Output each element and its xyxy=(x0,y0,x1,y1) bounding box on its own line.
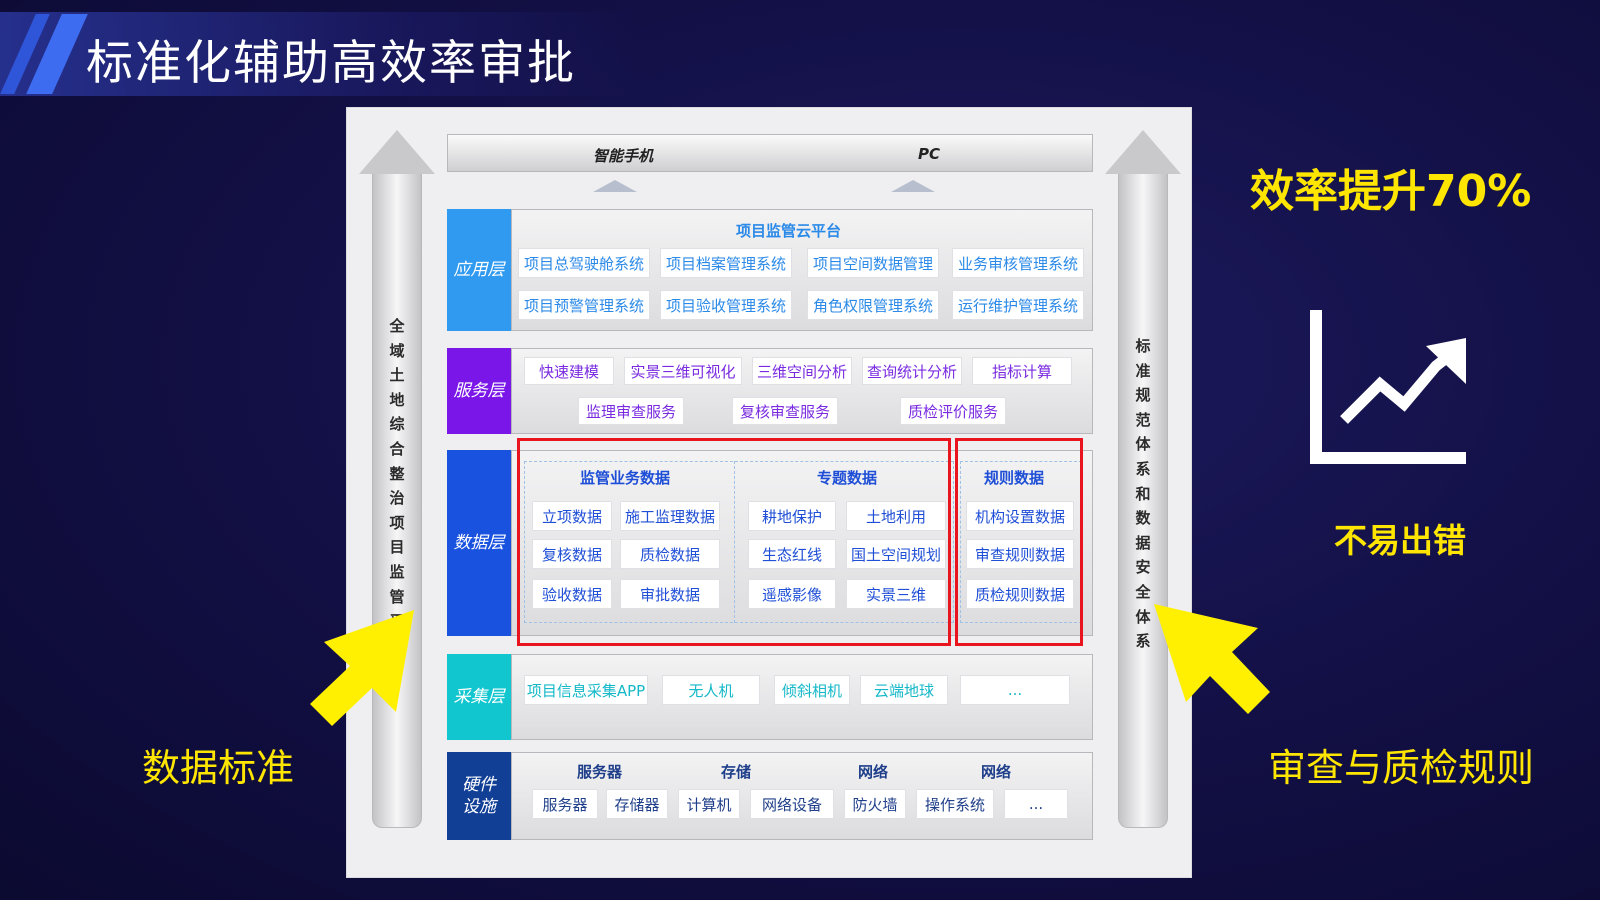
layer-body-collect: 项目信息采集APP 无人机 倾斜相机 云端地球 ... xyxy=(511,654,1093,740)
review-rules-label: 审查与质检规则 xyxy=(1268,746,1535,790)
data-group-title: 监管业务数据 xyxy=(580,469,671,487)
hardware-header: 网络 xyxy=(981,763,1012,781)
layer-body-app: 项目监管云平台 项目总驾驶舱系统 项目档案管理系统 项目空间数据管理 业务审核管… xyxy=(511,209,1093,331)
data-item: 审批数据 xyxy=(620,579,720,609)
layer-label-data: 数据层 xyxy=(447,450,511,636)
data-group-divider xyxy=(734,461,735,623)
service-item: 三维空间分析 xyxy=(752,357,852,385)
data-item: 立项数据 xyxy=(532,501,612,531)
data-group-title: 规则数据 xyxy=(984,469,1045,487)
hardware-label-line: 硬件 xyxy=(462,775,496,795)
data-item: 耕地保护 xyxy=(748,501,836,531)
up-arrow-icon xyxy=(593,180,637,192)
title-bar xyxy=(0,12,640,96)
app-platform-title: 项目监管云平台 xyxy=(736,222,842,240)
data-item: 实景三维 xyxy=(846,579,946,609)
collect-item: ... xyxy=(960,675,1070,705)
layer-label-service: 服务层 xyxy=(447,348,511,434)
data-item: 审查规则数据 xyxy=(966,539,1074,569)
hardware-label-line: 设施 xyxy=(462,797,496,817)
hardware-item: ... xyxy=(1004,789,1068,819)
app-item: 项目验收管理系统 xyxy=(660,290,792,320)
no-error-callout: 不易出错 xyxy=(1334,521,1466,560)
data-item: 验收数据 xyxy=(532,579,612,609)
service-item: 快速建模 xyxy=(524,357,614,385)
device-phone: 智能手机 xyxy=(593,147,654,165)
app-item: 项目预警管理系统 xyxy=(518,290,650,320)
hardware-header: 服务器 xyxy=(577,763,623,781)
collect-item: 项目信息采集APP xyxy=(524,675,648,705)
service-item: 质检评价服务 xyxy=(900,397,1006,425)
right-pillar-text: 标准规范体系和数据安全体系 xyxy=(1135,337,1151,651)
app-item: 项目档案管理系统 xyxy=(660,248,792,278)
arrow-pointer-right-icon xyxy=(1154,604,1270,714)
app-item: 项目空间数据管理 xyxy=(807,248,939,278)
data-group-title: 专题数据 xyxy=(817,469,878,487)
collect-item: 无人机 xyxy=(662,675,760,705)
hardware-item: 操作系统 xyxy=(916,789,994,819)
hardware-item: 服务器 xyxy=(532,789,598,819)
growth-chart-icon xyxy=(1310,310,1466,464)
highlight-frame-rules xyxy=(955,438,1083,646)
service-item: 指标计算 xyxy=(972,357,1072,385)
hardware-header: 存储 xyxy=(721,763,752,781)
device-pc: PC xyxy=(918,145,941,163)
right-pillar-arrowhead xyxy=(1105,130,1181,174)
data-item: 质检规则数据 xyxy=(966,579,1074,609)
service-item: 查询统计分析 xyxy=(862,357,962,385)
data-group-frame xyxy=(524,461,954,623)
layer-body-data: 监管业务数据 专题数据 规则数据 立项数据 施工监理数据 复核数据 质检数据 验… xyxy=(511,450,1093,636)
left-pillar xyxy=(372,174,422,828)
layer-label-hardware: 硬件 设施 xyxy=(447,752,511,840)
collect-item: 云端地球 xyxy=(860,675,948,705)
left-pillar-arrowhead xyxy=(359,130,435,174)
layer-body-hardware: 服务器 存储 网络 网络 服务器 存储器 计算机 网络设备 防火墙 操作系统 .… xyxy=(511,752,1093,840)
data-item: 机构设置数据 xyxy=(966,501,1074,531)
app-item: 项目总驾驶舱系统 xyxy=(518,248,650,278)
efficiency-callout: 效率提升70% xyxy=(1250,166,1532,217)
data-standard-label: 数据标准 xyxy=(142,746,295,790)
hardware-item: 网络设备 xyxy=(750,789,834,819)
hardware-item: 存储器 xyxy=(606,789,668,819)
device-bar: 智能手机 PC xyxy=(447,134,1093,172)
up-arrow-icon xyxy=(891,180,935,192)
data-item: 施工监理数据 xyxy=(620,501,720,531)
app-item: 运行维护管理系统 xyxy=(952,290,1084,320)
hardware-item: 防火墙 xyxy=(844,789,906,819)
service-item: 复核审查服务 xyxy=(732,397,838,425)
layer-label-app: 应用层 xyxy=(447,209,511,331)
app-item: 业务审核管理系统 xyxy=(952,248,1084,278)
service-item: 监理审查服务 xyxy=(578,397,684,425)
hardware-item: 计算机 xyxy=(678,789,740,819)
architecture-diagram: 全域土地综合整治项目监管平台 标准规范体系和数据安全体系 智能手机 PC 应用层… xyxy=(346,107,1192,878)
service-item: 实景三维可视化 xyxy=(624,357,742,385)
data-item: 生态红线 xyxy=(748,539,836,569)
data-item: 土地利用 xyxy=(846,501,946,531)
page-title: 标准化辅助高效率审批 xyxy=(86,36,576,91)
data-item: 国土空间规划 xyxy=(846,539,946,569)
data-item: 质检数据 xyxy=(620,539,720,569)
layer-label-collect: 采集层 xyxy=(447,654,511,740)
right-pillar xyxy=(1118,174,1168,828)
data-item: 遥感影像 xyxy=(748,579,836,609)
highlight-frame-business xyxy=(517,438,951,646)
hardware-header: 网络 xyxy=(858,763,889,781)
app-item: 角色权限管理系统 xyxy=(807,290,939,320)
arrow-pointer-left-icon xyxy=(310,610,414,726)
layer-body-service: 快速建模 实景三维可视化 三维空间分析 查询统计分析 指标计算 监理审查服务 复… xyxy=(511,348,1093,434)
data-item: 复核数据 xyxy=(532,539,612,569)
collect-item: 倾斜相机 xyxy=(774,675,850,705)
